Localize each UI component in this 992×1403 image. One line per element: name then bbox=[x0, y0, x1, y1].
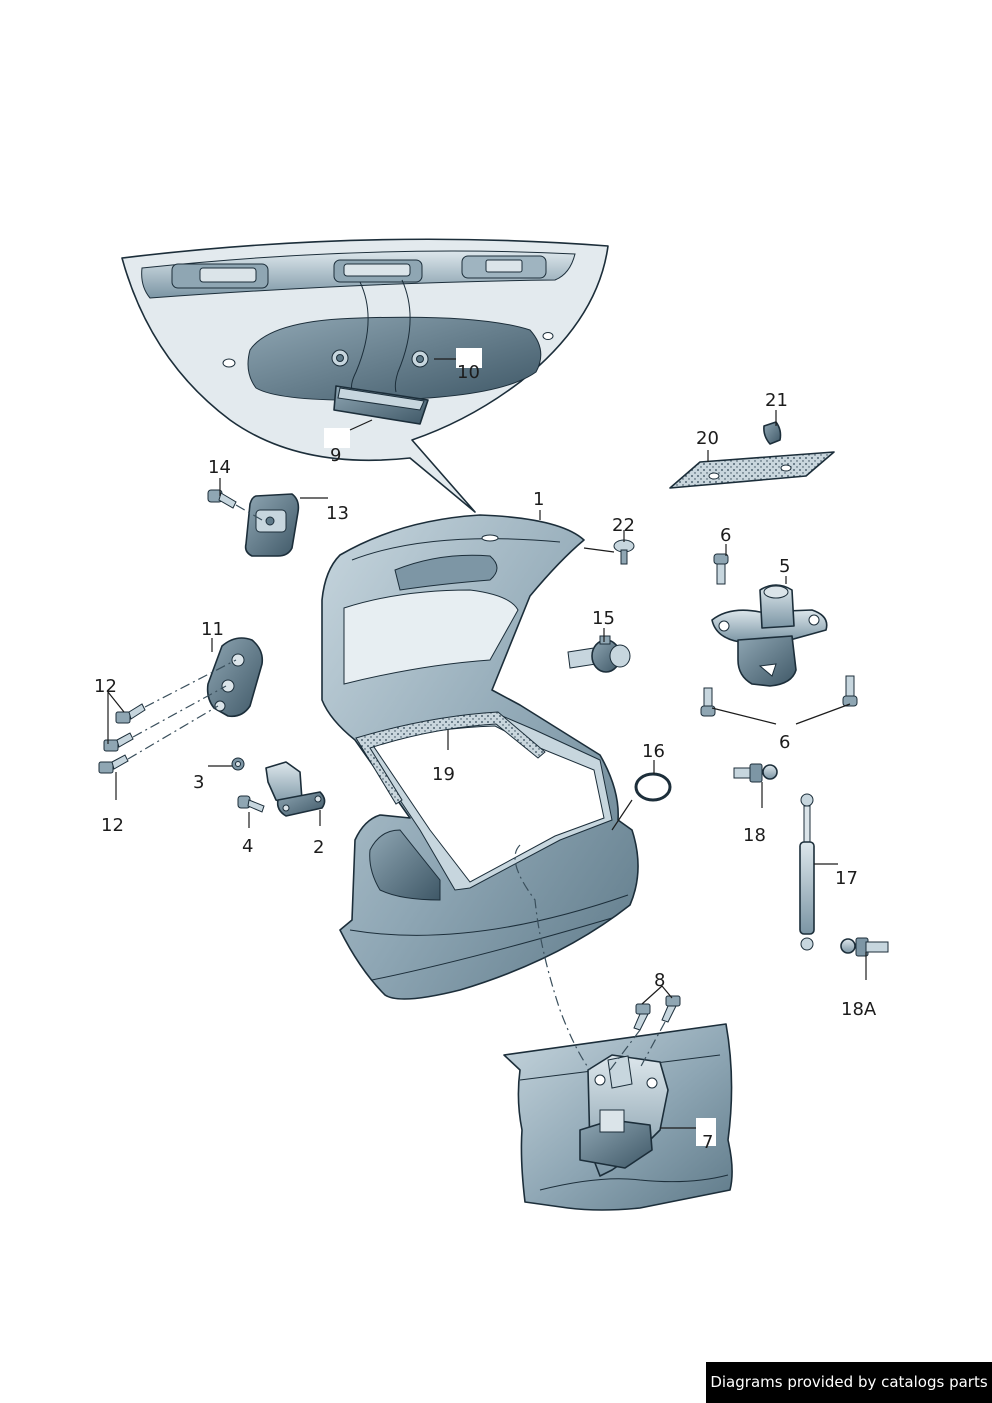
lock-5 bbox=[711, 584, 828, 687]
callout-8: 8 bbox=[654, 970, 665, 991]
callout-11: 11 bbox=[201, 619, 224, 640]
callout-labels: 1 2 3 4 5 6 6 7 8 9 10 11 12 12 13 14 15… bbox=[94, 362, 877, 1153]
callout-12-bottom: 12 bbox=[101, 815, 124, 836]
callout-13: 13 bbox=[326, 503, 349, 524]
callout-17: 17 bbox=[835, 868, 858, 889]
foam-strip bbox=[669, 451, 835, 489]
bolt-8b bbox=[661, 995, 681, 1023]
ball-stud-18 bbox=[733, 763, 778, 783]
bolt-8a bbox=[633, 1003, 651, 1031]
callout-16: 16 bbox=[642, 741, 665, 762]
callout-15: 15 bbox=[592, 608, 615, 629]
gas-strut-17 bbox=[799, 793, 815, 951]
detail-bubble-tailgate-inner bbox=[121, 238, 609, 513]
screw-14 bbox=[207, 489, 237, 509]
callout-2: 2 bbox=[313, 837, 324, 858]
callout-10: 10 bbox=[457, 362, 480, 383]
detail-lock-mounting bbox=[503, 995, 733, 1211]
callout-20: 20 bbox=[696, 428, 719, 449]
tailgate-assembly bbox=[321, 514, 639, 1000]
callout-6-top: 6 bbox=[720, 525, 731, 546]
pin-22 bbox=[613, 539, 635, 565]
callout-6-bottom: 6 bbox=[779, 732, 790, 753]
callout-14: 14 bbox=[208, 457, 231, 478]
buffer-pad bbox=[244, 493, 300, 557]
callout-19: 19 bbox=[432, 764, 455, 785]
callout-5: 5 bbox=[779, 556, 790, 577]
screw-6-right bbox=[842, 675, 858, 707]
callout-22: 22 bbox=[612, 515, 635, 536]
hinge-bracket bbox=[206, 637, 264, 718]
callout-18a: 18A bbox=[841, 999, 877, 1020]
hinge-2 bbox=[265, 761, 326, 817]
striker-15 bbox=[567, 635, 631, 673]
screw-6-top bbox=[713, 553, 729, 585]
callout-21: 21 bbox=[765, 390, 788, 411]
screw-4 bbox=[237, 795, 265, 813]
nut-3 bbox=[231, 757, 245, 771]
callout-12-top: 12 bbox=[94, 676, 117, 697]
callout-3: 3 bbox=[193, 772, 204, 793]
callout-9: 9 bbox=[330, 445, 341, 466]
screw-6-left bbox=[700, 687, 716, 717]
ball-stud-18a bbox=[840, 937, 889, 957]
callout-7: 7 bbox=[702, 1132, 713, 1153]
o-ring-16 bbox=[634, 772, 672, 802]
link-line-lock bbox=[514, 844, 591, 1071]
callout-18: 18 bbox=[743, 825, 766, 846]
leader-lines bbox=[107, 358, 867, 1129]
bolt-12a bbox=[115, 703, 146, 724]
credit-banner: Diagrams provided by catalogs parts bbox=[706, 1362, 992, 1403]
callout-4: 4 bbox=[242, 836, 253, 857]
clip-21 bbox=[763, 421, 782, 445]
callout-1: 1 bbox=[533, 489, 544, 510]
bolt-12c bbox=[98, 754, 129, 774]
